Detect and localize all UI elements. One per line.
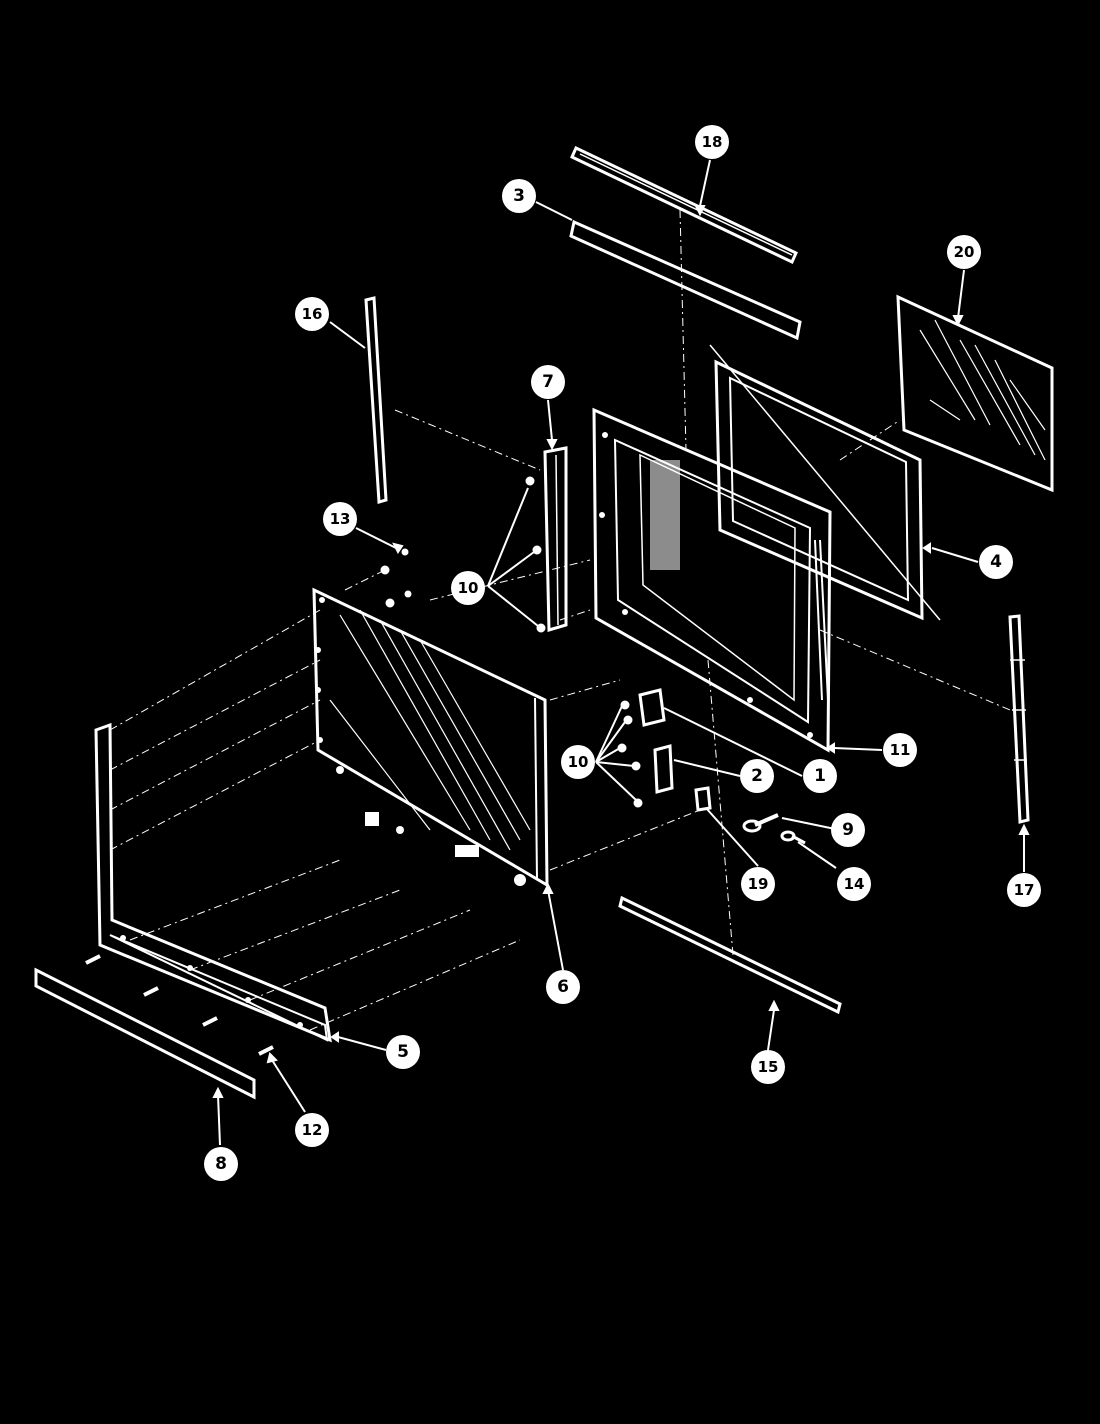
callout-18-label: 18 bbox=[702, 133, 723, 151]
part-7-side-bracket bbox=[543, 446, 568, 632]
callout-9-label: 9 bbox=[842, 820, 854, 840]
callout-3-label: 3 bbox=[513, 186, 525, 206]
callout-17-label: 17 bbox=[1014, 881, 1035, 899]
callout-11: 11 bbox=[883, 733, 917, 767]
part-20-glass-panel bbox=[896, 294, 1054, 493]
callout-10-lower: 10 bbox=[561, 745, 595, 779]
callout-3: 3 bbox=[502, 179, 536, 213]
part-18-top-trim-strip bbox=[570, 145, 798, 265]
part-16-left-trim-strip bbox=[364, 296, 388, 504]
callout-markers: 18 3 20 16 7 13 10 4 bbox=[204, 125, 1041, 1181]
callout-16: 16 bbox=[295, 297, 329, 331]
callout-19-label: 19 bbox=[748, 875, 769, 893]
part-11-door-frame bbox=[592, 407, 832, 753]
part-3-gasket-strip bbox=[569, 219, 802, 341]
callout-2: 2 bbox=[740, 759, 774, 793]
callout-5-label: 5 bbox=[397, 1042, 409, 1062]
callout-13-label: 13 bbox=[330, 510, 351, 528]
callout-13: 13 bbox=[323, 502, 357, 536]
callout-7: 7 bbox=[531, 365, 565, 399]
callout-4: 4 bbox=[979, 545, 1013, 579]
callout-8-label: 8 bbox=[215, 1154, 227, 1174]
callout-2-label: 2 bbox=[751, 766, 763, 786]
callout-14-label: 14 bbox=[844, 875, 865, 893]
callout-10-upper-label: 10 bbox=[458, 579, 479, 597]
callout-9: 9 bbox=[831, 813, 865, 847]
part-15-lower-gasket-strip bbox=[618, 895, 842, 1015]
hardware-parts bbox=[85, 476, 806, 1056]
part-8-bottom-trim-strip bbox=[34, 967, 256, 1100]
callout-8: 8 bbox=[204, 1147, 238, 1181]
callout-5: 5 bbox=[386, 1035, 420, 1069]
part-17-right-trim-strip bbox=[1008, 614, 1030, 824]
callout-20: 20 bbox=[947, 235, 981, 269]
callout-20-label: 20 bbox=[954, 243, 975, 261]
callout-16-label: 16 bbox=[302, 305, 323, 323]
callout-6-label: 6 bbox=[557, 977, 569, 997]
callout-10-upper: 10 bbox=[451, 571, 485, 605]
part-5-lower-frame bbox=[94, 722, 332, 1043]
callout-4-label: 4 bbox=[990, 552, 1002, 572]
callout-12-label: 12 bbox=[302, 1121, 323, 1139]
callout-1: 1 bbox=[803, 759, 837, 793]
callout-7-label: 7 bbox=[542, 372, 554, 392]
callout-6: 6 bbox=[546, 970, 580, 1004]
leader-lines bbox=[212, 159, 1030, 1146]
callout-12: 12 bbox=[295, 1113, 329, 1147]
callout-10-lower-label: 10 bbox=[568, 753, 589, 771]
callout-11-label: 11 bbox=[890, 741, 911, 759]
part-4-inner-frame bbox=[709, 344, 941, 621]
callout-17: 17 bbox=[1007, 873, 1041, 907]
callout-18: 18 bbox=[695, 125, 729, 159]
callout-15: 15 bbox=[751, 1050, 785, 1084]
callout-15-label: 15 bbox=[758, 1058, 779, 1076]
callout-14: 14 bbox=[837, 867, 871, 901]
callout-19: 19 bbox=[741, 867, 775, 901]
callout-1-label: 1 bbox=[814, 766, 826, 786]
alignment-lines bbox=[109, 209, 1011, 1031]
